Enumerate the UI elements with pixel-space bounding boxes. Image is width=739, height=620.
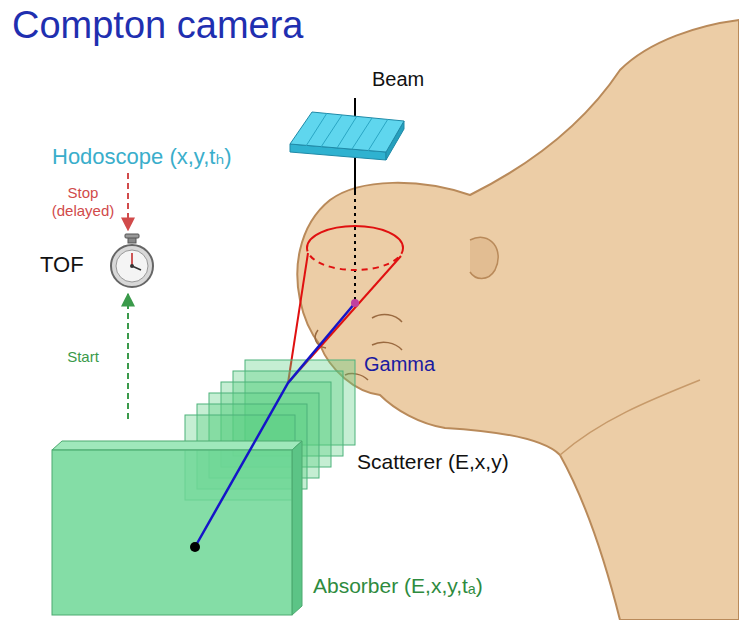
gamma-path xyxy=(195,303,355,547)
absorber-detector: Absorber (E,x,y,tₐ) xyxy=(50,422,530,618)
beam-line-dotted xyxy=(354,192,356,300)
cone-near-arc xyxy=(307,248,403,270)
gamma-label: Gamma xyxy=(364,353,435,376)
absorber-front xyxy=(52,450,292,615)
cone-far-arc xyxy=(307,226,403,248)
emission-point xyxy=(351,299,359,307)
scatterer-detector: Scatterer (E,x,y) xyxy=(182,352,552,504)
node-label: Hodoscope (x,y,tₕ) xyxy=(52,144,232,169)
head-body xyxy=(297,20,739,620)
absorption-point xyxy=(190,542,200,552)
shoulder-line xyxy=(560,380,700,455)
absorber-top xyxy=(52,441,302,450)
stopwatch-icon xyxy=(104,232,160,292)
beam-label: Beam xyxy=(372,68,424,91)
edge-label: Start xyxy=(46,348,120,365)
edge-label: Stop (delayed) xyxy=(46,184,120,219)
eye xyxy=(372,342,402,350)
ear xyxy=(470,237,498,278)
eye xyxy=(372,315,402,322)
stop-signal-arrow xyxy=(127,173,129,230)
absorber-side xyxy=(292,441,302,615)
start-signal-arrow xyxy=(127,294,129,419)
hodoscope-top xyxy=(290,112,404,152)
hodoscope-strips xyxy=(306,113,388,151)
node-label: Absorber (E,x,y,tₐ) xyxy=(313,574,483,598)
diagram-title: Compton camera xyxy=(12,4,303,48)
tof-timer: TOF xyxy=(36,232,160,292)
node-label: Scatterer (E,x,y) xyxy=(357,450,509,474)
node-label: TOF xyxy=(40,252,84,277)
hodoscope-detector: Hodoscope (x,y,tₕ) xyxy=(50,108,410,170)
